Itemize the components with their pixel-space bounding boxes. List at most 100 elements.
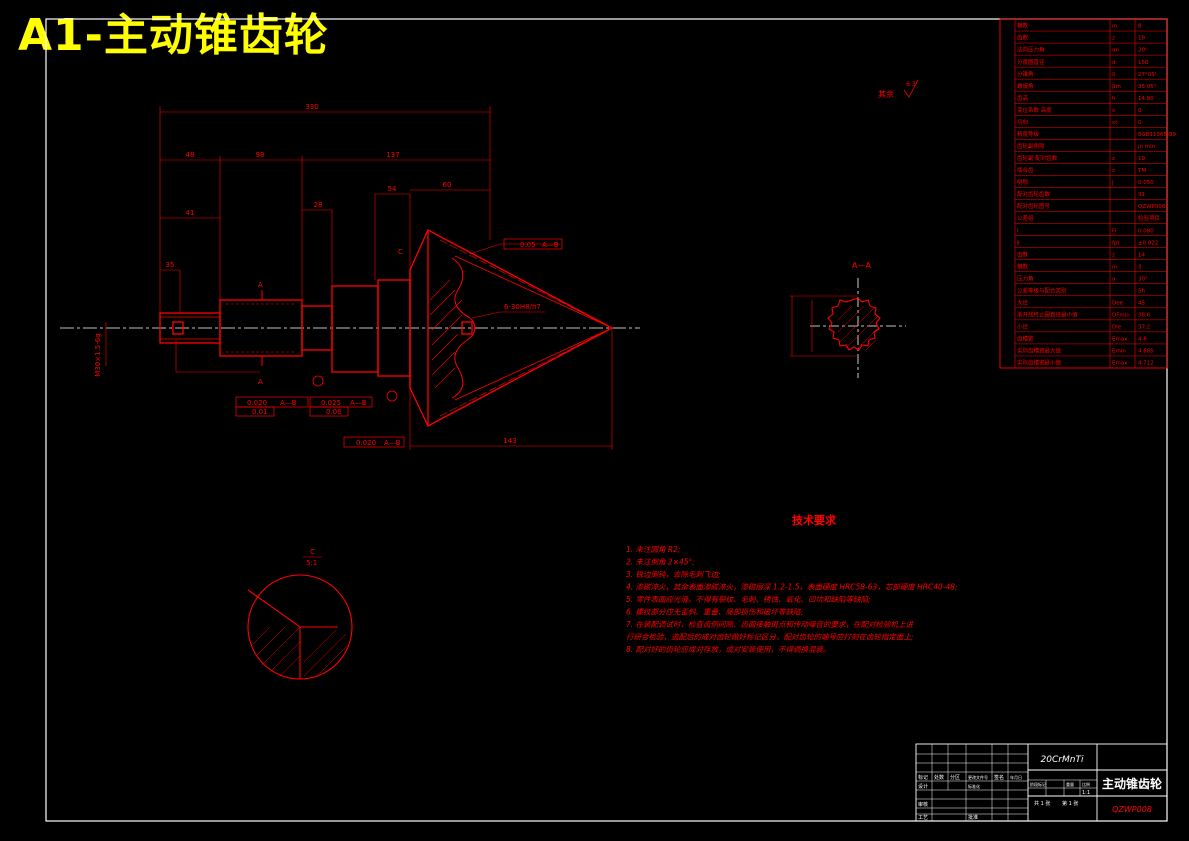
param-row-symbol: z [1112,156,1115,162]
param-row-symbol: DFmin [1112,312,1130,318]
detail-c-mark: C [310,548,315,556]
tb-cell-change: 更改文件号 [968,774,988,780]
tb-cell-design: 设计 [918,783,928,790]
dim-overall-length: 330 [305,103,318,111]
tech-req-item: 4. 渗碳淬火，其余表面渗碳淬火，渗碳层深 1.2-1.5，表面硬度 HRC58… [626,583,958,592]
dim-d5: 28 [314,201,323,209]
param-row-value: TM [1137,168,1146,174]
spline-note: 6-30H8/h7 [504,303,541,311]
param-row-label: 齿轮副 配对齿数 [1017,154,1058,162]
param-row-symbol: α [1112,276,1116,282]
param-row-label: 齿轮副侧隙 [1017,142,1045,150]
dim-d2: 98 [256,151,265,159]
param-row-symbol: fpt [1112,240,1120,246]
tol-1-datum: A—B [280,399,297,407]
tb-cell-mark: 标记 [918,774,928,781]
tol-1-value: 0.020 [247,399,267,407]
param-row-label: Ⅰ [1017,228,1019,234]
tech-req-item: 6. 螺纹部分应无歪斜、重叠、局部损伤和破坏等缺陷; [626,608,803,617]
param-row-label: 齿数 [1017,34,1029,42]
param-row-label: Ⅱ [1017,240,1020,246]
dim-d4: 41 [186,209,195,217]
param-row-label: 实际齿槽宽最小值 [1017,359,1062,367]
param-row-symbol: βm [1112,84,1121,90]
tb-cell-stage: 阶段标记 [1030,781,1046,787]
param-row-value: 4.712 [1138,361,1154,367]
param-row-label: 公差组 [1017,214,1034,222]
tech-req-item: 行研合检验，选配后的成对齿轮做好标记区分，配对齿轮的端号应打刻在齿轮指定面上; [626,633,914,642]
param-row-label: 配对齿轮齿数 [1017,190,1051,198]
param-row-label: 齿数 [1017,250,1029,258]
detail-view-c [247,574,353,680]
dim-d1: 48 [186,151,195,159]
param-table-border [999,18,1168,369]
tech-req-item: 8. 配对好的齿轮应成对存放，成对安装使用，不得调换混装。 [626,645,831,654]
param-row-value: 37.2 [1138,325,1150,331]
param-row-value: 30° [1138,276,1148,282]
param-row-symbol: Emax [1112,361,1128,367]
param-row-value: ±0.022 [1138,240,1158,246]
tech-req-item: 3. 锐边倒钝，去除毛刺飞边; [626,570,721,579]
param-row-label: 小径 [1017,323,1029,331]
tb-cell-zone: 分区 [950,774,960,781]
param-row-label: 大径 [1017,298,1029,306]
dim-d7: 35 [166,261,175,269]
param-row-value: 14.80 [1138,96,1154,102]
tb-cell-weight: 重量 [1066,781,1074,787]
param-row-value: 8 [1138,24,1142,30]
spline-profile [827,297,881,351]
param-row-symbol: Fi [1112,228,1117,234]
param-row-label: 渐开线终止圆直径最小值 [1017,310,1078,318]
detail-labels: C 5:1 [306,548,317,567]
param-row-value: 检验项目 [1138,214,1160,222]
param-row-label: 配对齿轮图号 [1017,202,1051,210]
tol-2-value: 0.01 [252,408,268,416]
param-row-symbol: d [1112,60,1116,66]
param-row-symbol: z [1112,252,1115,258]
param-row-value: 0 [1138,120,1142,126]
param-row-label: 齿高 [1017,94,1029,102]
param-row-value: 38.6 [1138,312,1151,318]
drawing-number: QZWP008 [1112,805,1152,814]
technical-requirements: 技术要求 1. 未注圆角 R2; 2. 未注倒角 2×45°; 3. 锐边倒钝，去除… [626,513,958,654]
roughness-label: 其余 [878,89,894,99]
title-block [915,743,1168,822]
tb-cell-approve: 批准 [968,814,978,821]
sheet-count: 共 1 张 [1034,800,1050,807]
tb-cell-date: 年月日 [1010,774,1022,780]
param-row-label: 模数 [1017,22,1029,30]
tb-cell-standard: 标准化 [968,783,980,789]
param-row-label: 法向压力角 [1017,46,1045,54]
param-row-symbol: Emin [1112,349,1126,355]
param-row-label: 公差等级与配合类别 [1017,286,1067,294]
material-label: 20CrMnTi [1041,755,1084,765]
roughness-note: 其余 6.3 [878,79,919,99]
tb-cell-review: 审核 [918,801,928,808]
tech-req-title: 技术要求 [792,513,837,527]
param-row-value: jn min [1137,144,1156,150]
shaft-front-view [60,106,640,450]
param-row-symbol: z [1112,168,1115,174]
section-hatch [429,279,463,389]
param-row-label: 精度等级 [1017,130,1040,138]
tech-req-item: 2. 未注倒角 2×45°; [626,558,695,567]
param-row-symbol: xt [1112,120,1118,126]
journal-2 [331,285,379,373]
param-row-value: 3 [1138,264,1142,270]
param-row-symbol: z [1112,36,1115,42]
param-row-value: 20° [1138,48,1148,54]
param-row-value: 5h [1138,288,1145,294]
tech-req-item: 1. 未注圆角 R2; [626,545,680,554]
scale-value: 1:1 [1082,790,1090,796]
param-row-symbol: Dee [1112,300,1124,306]
roughness-value: 6.3 [906,81,916,88]
tol-6-datum: A—B [384,439,401,447]
tol-3-datum: A—B [350,399,367,407]
param-row-symbol: m [1112,24,1117,30]
param-row-value: 0.050 [1138,180,1154,186]
param-row-value: 19 [1138,156,1145,162]
dim-d8: 60 [443,181,452,189]
tech-req-item: 5. 零件表面应光滑，不得有裂纹、毛刺、锈蚀、氧化、凹坑和缺陷等缺陷; [626,595,871,604]
